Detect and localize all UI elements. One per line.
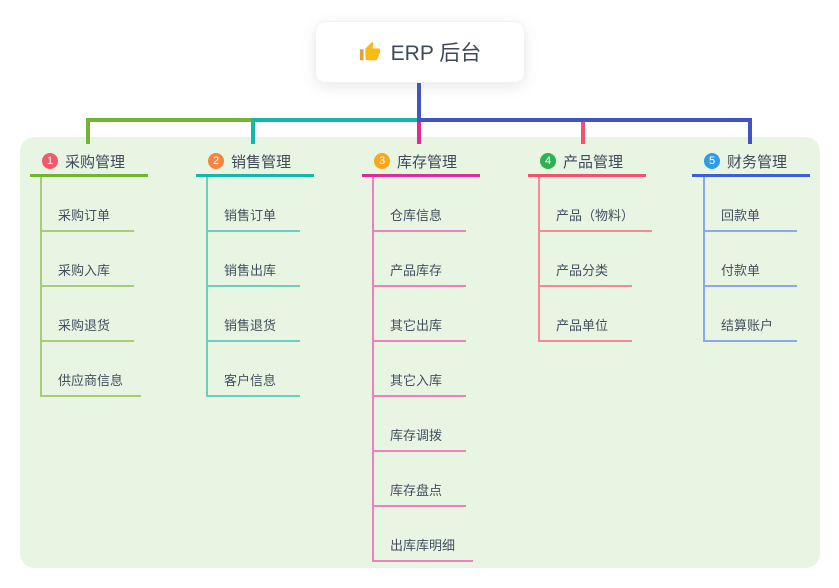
branches-panel bbox=[20, 137, 820, 568]
branch-label: 库存管理 bbox=[397, 153, 458, 171]
child-label: 采购订单 bbox=[58, 208, 111, 223]
child-node[interactable]: 产品单位 bbox=[540, 287, 632, 342]
child-node[interactable]: 回款单 bbox=[705, 177, 797, 232]
child-node[interactable]: 出库库明细 bbox=[374, 507, 474, 562]
branch-children-column: 仓库信息产品库存其它出库其它入库库存调拨库存盘点出库库明细 bbox=[372, 177, 474, 562]
root-title: ERP 后台 bbox=[390, 42, 482, 65]
child-node[interactable]: 销售出库 bbox=[208, 232, 300, 287]
child-node[interactable]: 库存盘点 bbox=[374, 452, 466, 507]
branch-node-财务管理[interactable]: 5 财务管理 bbox=[692, 148, 810, 177]
child-node[interactable]: 客户信息 bbox=[208, 342, 300, 397]
child-label: 销售出库 bbox=[224, 263, 277, 278]
child-label: 其它入库 bbox=[390, 373, 443, 388]
child-label: 产品单位 bbox=[556, 318, 609, 333]
connector-horizontal-left bbox=[86, 118, 255, 122]
branch-children-column: 产品（物料） 产品分类产品单位 bbox=[538, 177, 653, 342]
child-node[interactable]: 其它出库 bbox=[374, 287, 466, 342]
branch-number-badge: 2 bbox=[208, 153, 224, 169]
child-label: 付款单 bbox=[721, 263, 761, 278]
child-label: 结算账户 bbox=[721, 318, 774, 333]
child-label: 销售订单 bbox=[224, 208, 277, 223]
branch-number-badge: 4 bbox=[540, 153, 556, 169]
connector-drop-branch-1 bbox=[86, 118, 90, 144]
connector-root-vertical bbox=[417, 81, 421, 122]
child-label: 采购入库 bbox=[58, 263, 111, 278]
child-label: 销售退货 bbox=[224, 318, 277, 333]
child-label: 回款单 bbox=[721, 208, 761, 223]
connector-drop-branch-5 bbox=[748, 118, 752, 144]
root-node[interactable]: ERP 后台 bbox=[315, 21, 525, 83]
child-label: 出库库明细 bbox=[390, 538, 456, 553]
connector-horizontal-middle bbox=[251, 118, 421, 122]
child-label: 产品库存 bbox=[390, 263, 443, 278]
connector-drop-branch-3 bbox=[417, 118, 421, 144]
thumbs-up-icon bbox=[359, 41, 380, 61]
child-label: 库存盘点 bbox=[390, 483, 443, 498]
child-label: 仓库信息 bbox=[390, 208, 443, 223]
child-node[interactable]: 结算账户 bbox=[705, 287, 797, 342]
child-label: 供应商信息 bbox=[58, 373, 124, 388]
child-label: 库存调拨 bbox=[390, 428, 443, 443]
branch-node-产品管理[interactable]: 4 产品管理 bbox=[528, 148, 646, 177]
child-node[interactable]: 其它入库 bbox=[374, 342, 466, 397]
branch-children-column: 回款单付款单结算账户 bbox=[703, 177, 797, 342]
branch-label: 销售管理 bbox=[231, 153, 292, 171]
child-node[interactable]: 产品库存 bbox=[374, 232, 466, 287]
branch-node-库存管理[interactable]: 3 库存管理 bbox=[362, 148, 480, 177]
branch-node-采购管理[interactable]: 1 采购管理 bbox=[30, 148, 148, 177]
connector-drop-branch-4 bbox=[581, 118, 585, 144]
branch-label: 产品管理 bbox=[563, 153, 624, 171]
child-node[interactable]: 产品（物料） bbox=[540, 177, 653, 232]
child-label: 客户信息 bbox=[224, 373, 277, 388]
child-node[interactable]: 采购入库 bbox=[42, 232, 134, 287]
child-node[interactable]: 库存调拨 bbox=[374, 397, 466, 452]
child-label: 产品分类 bbox=[556, 263, 609, 278]
connector-horizontal-right bbox=[417, 118, 752, 122]
branch-children-column: 销售订单销售出库销售退货客户信息 bbox=[206, 177, 300, 397]
child-label: 产品（物料） bbox=[556, 208, 635, 223]
branch-label: 财务管理 bbox=[727, 153, 788, 171]
branch-number-badge: 1 bbox=[42, 153, 58, 169]
connector-drop-branch-2 bbox=[251, 118, 255, 144]
child-node[interactable]: 销售退货 bbox=[208, 287, 300, 342]
child-node[interactable]: 付款单 bbox=[705, 232, 797, 287]
branch-node-销售管理[interactable]: 2 销售管理 bbox=[196, 148, 314, 177]
child-node[interactable]: 采购订单 bbox=[42, 177, 134, 232]
branch-label: 采购管理 bbox=[65, 153, 126, 171]
child-node[interactable]: 仓库信息 bbox=[374, 177, 466, 232]
child-node[interactable]: 供应商信息 bbox=[42, 342, 142, 397]
child-node[interactable]: 采购退货 bbox=[42, 287, 134, 342]
child-node[interactable]: 产品分类 bbox=[540, 232, 632, 287]
branch-children-column: 采购订单采购入库采购退货供应商信息 bbox=[40, 177, 142, 397]
branch-number-badge: 5 bbox=[704, 153, 720, 169]
child-label: 其它出库 bbox=[390, 318, 443, 333]
branch-number-badge: 3 bbox=[374, 153, 390, 169]
child-label: 采购退货 bbox=[58, 318, 111, 333]
child-node[interactable]: 销售订单 bbox=[208, 177, 300, 232]
